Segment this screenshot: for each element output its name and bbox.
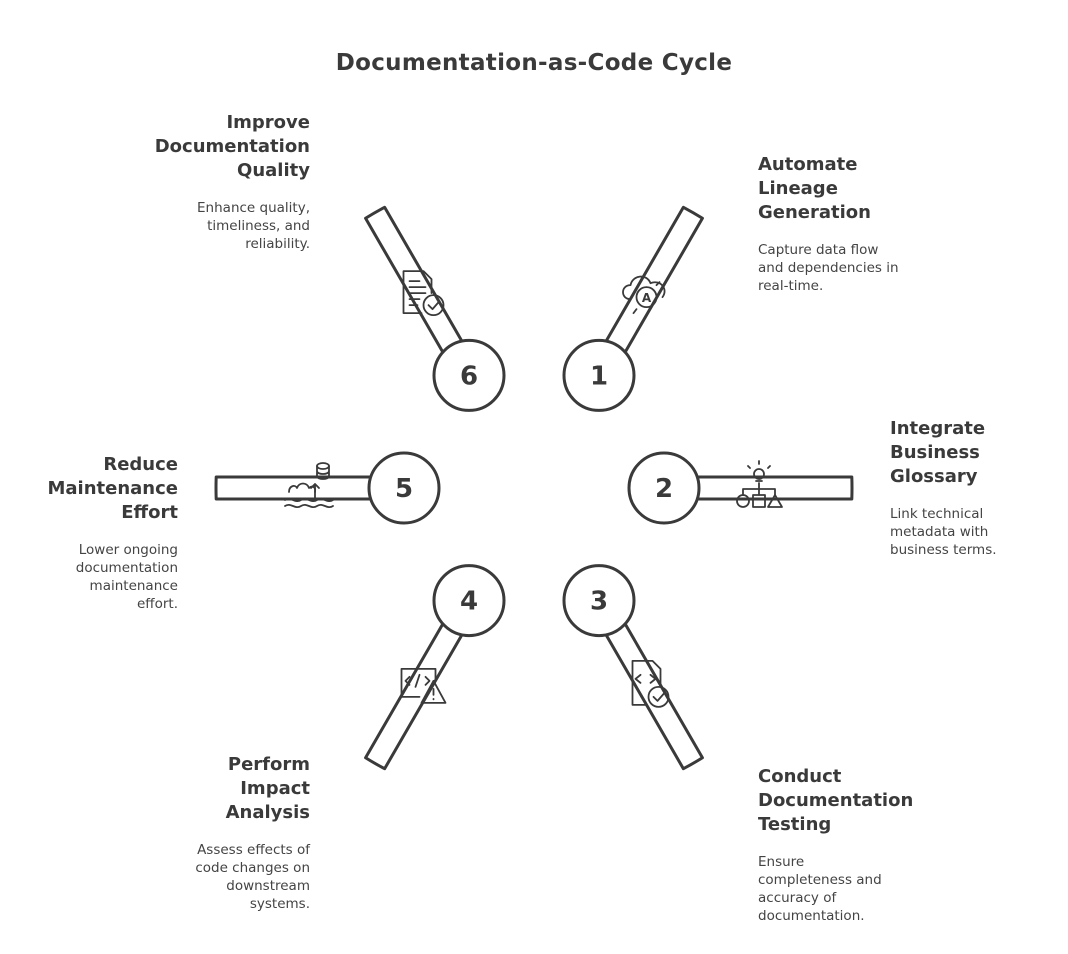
badge-circle bbox=[627, 451, 701, 525]
badge-circle bbox=[432, 564, 506, 638]
step-number: 2 bbox=[655, 474, 673, 504]
step-4-label: Perform Impact Analysis Assess effects o… bbox=[70, 753, 310, 913]
step-3-heading: Conduct Documentation Testing bbox=[758, 766, 914, 835]
step-2-badge[interactable]: 2 bbox=[627, 451, 701, 525]
step-4-badge[interactable]: 4 bbox=[432, 564, 506, 638]
step-6-heading: Improve Documentation Quality bbox=[154, 112, 310, 181]
step-1-description: Capture data flow and dependencies in re… bbox=[758, 242, 899, 294]
badge-group: 1 2 3 4 5 6 bbox=[367, 338, 701, 638]
step-3-badge[interactable]: 3 bbox=[562, 564, 636, 638]
svg-text:A: A bbox=[642, 291, 652, 305]
step-number: 4 bbox=[460, 587, 478, 617]
cloud-automation-icon: A bbox=[622, 275, 666, 315]
step-3-label: Conduct Documentation Testing Ensure com… bbox=[758, 765, 998, 925]
step-number: 1 bbox=[590, 361, 608, 391]
step-number: 5 bbox=[395, 474, 413, 504]
badge-circle bbox=[367, 451, 441, 525]
code-warning-icon bbox=[400, 667, 447, 704]
badge-circle bbox=[562, 564, 636, 638]
step-2-label: Integrate Business Glossary Link technic… bbox=[890, 417, 1060, 559]
step-3-description: Ensure completeness and accuracy of docu… bbox=[758, 854, 882, 924]
step-1-badge[interactable]: 1 bbox=[562, 338, 636, 412]
step-6-description: Enhance quality, timeliness, and reliabi… bbox=[197, 200, 310, 252]
step-number: 3 bbox=[590, 587, 608, 617]
step-2-description: Link technical metadata with business te… bbox=[890, 506, 997, 558]
step-6-label: Improve Documentation Quality Enhance qu… bbox=[70, 111, 310, 253]
step-1-heading: Automate Lineage Generation bbox=[758, 154, 871, 223]
step-4-description: Assess effects of code changes on downst… bbox=[195, 842, 310, 912]
step-5-heading: Reduce Maintenance Effort bbox=[47, 454, 178, 523]
hierarchy-idea-icon bbox=[736, 460, 783, 508]
step-1-label: Automate Lineage Generation Capture data… bbox=[758, 153, 998, 295]
step-2-heading: Integrate Business Glossary bbox=[890, 418, 986, 487]
step-4-heading: Perform Impact Analysis bbox=[225, 754, 310, 823]
step-6-badge[interactable]: 6 bbox=[432, 338, 506, 412]
badge-circle bbox=[562, 338, 636, 412]
step-number: 6 bbox=[460, 361, 478, 391]
diagram-title: Documentation-as-Code Cycle bbox=[335, 50, 733, 76]
document-check-icon bbox=[402, 270, 445, 317]
step-5-description: Lower ongoing documentation maintenance … bbox=[75, 542, 178, 612]
gear-database-icon bbox=[284, 462, 334, 509]
code-file-check-icon bbox=[631, 659, 670, 708]
step-5-label: Reduce Maintenance Effort Lower ongoing … bbox=[0, 453, 178, 613]
badge-circle bbox=[432, 338, 506, 412]
icon-group: A bbox=[284, 270, 783, 708]
step-5-badge[interactable]: 5 bbox=[367, 451, 441, 525]
